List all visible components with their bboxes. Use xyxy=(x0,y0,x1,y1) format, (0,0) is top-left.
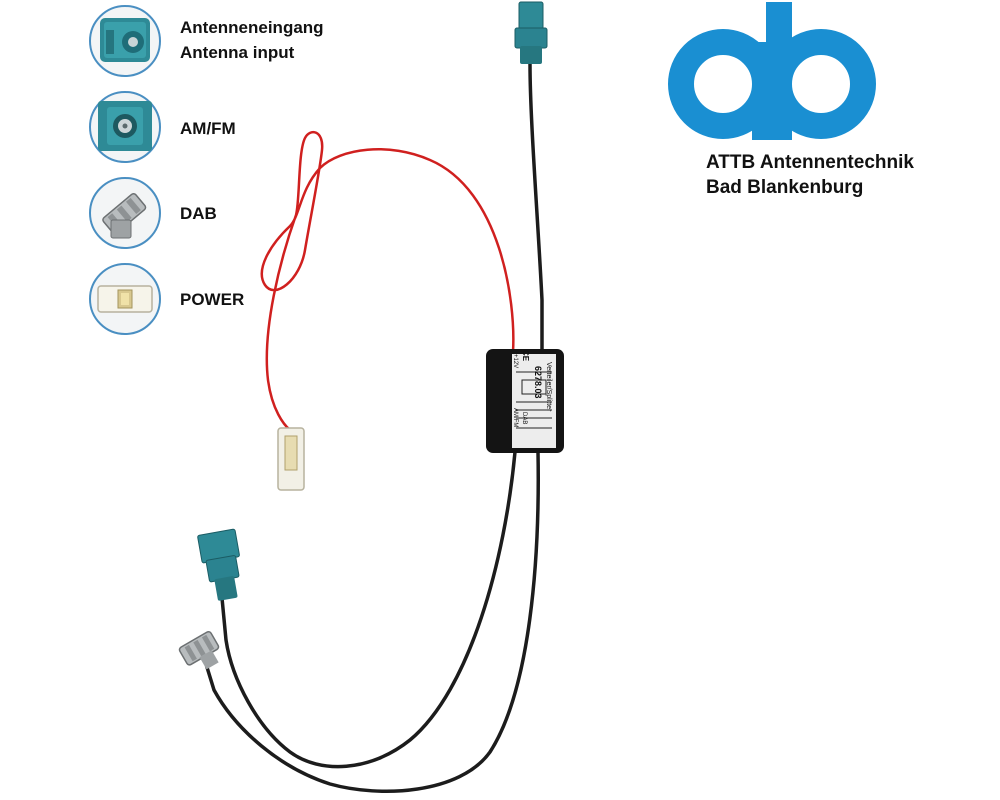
splitter-title-label: Verteiler/Splitter xyxy=(545,362,552,412)
splitter-amfm-label: AM/FM xyxy=(512,408,518,427)
legend-power-label: POWER xyxy=(180,287,244,312)
power-label: POWER xyxy=(180,290,245,309)
power-wire xyxy=(260,130,515,431)
splitter-part-number: 6278.03 xyxy=(533,366,543,399)
dab-cable xyxy=(204,451,540,793)
legend-amfm-icon xyxy=(89,91,161,163)
splitter-box xyxy=(486,349,564,453)
antenna-input-label-de: Antenneneingang xyxy=(180,18,324,37)
company-name-line2: Bad Blankenburg xyxy=(706,177,864,198)
power-plug xyxy=(277,427,305,491)
legend-antenna-input-label: Antenneneingang Antenna input xyxy=(180,15,324,65)
legend-dab-label: DAB xyxy=(180,201,217,226)
splitter-dab-label: DAB xyxy=(521,412,527,424)
legend-amfm-label: AM/FM xyxy=(180,116,236,141)
legend-dab-icon xyxy=(89,177,161,249)
antenna-input-connector xyxy=(514,1,548,64)
amfm-connector xyxy=(197,528,240,601)
attb-logo xyxy=(668,2,876,140)
splitter-voltage-label: +12V xyxy=(512,354,518,368)
dab-connector xyxy=(178,630,220,670)
amfm-cable xyxy=(220,451,517,769)
splitter-ce-mark: CE xyxy=(521,350,530,362)
dab-label: DAB xyxy=(180,204,217,223)
legend-antenna-input-icon xyxy=(89,5,161,77)
legend-power-icon xyxy=(89,263,161,335)
company-name-line1: ATTB Antennentechnik xyxy=(706,152,914,173)
antenna-input-label-en: Antenna input xyxy=(180,43,295,62)
company-name: ATTB Antennentechnik Bad Blankenburg xyxy=(706,150,914,200)
antenna-input-cable xyxy=(528,63,544,352)
amfm-label: AM/FM xyxy=(180,119,236,138)
